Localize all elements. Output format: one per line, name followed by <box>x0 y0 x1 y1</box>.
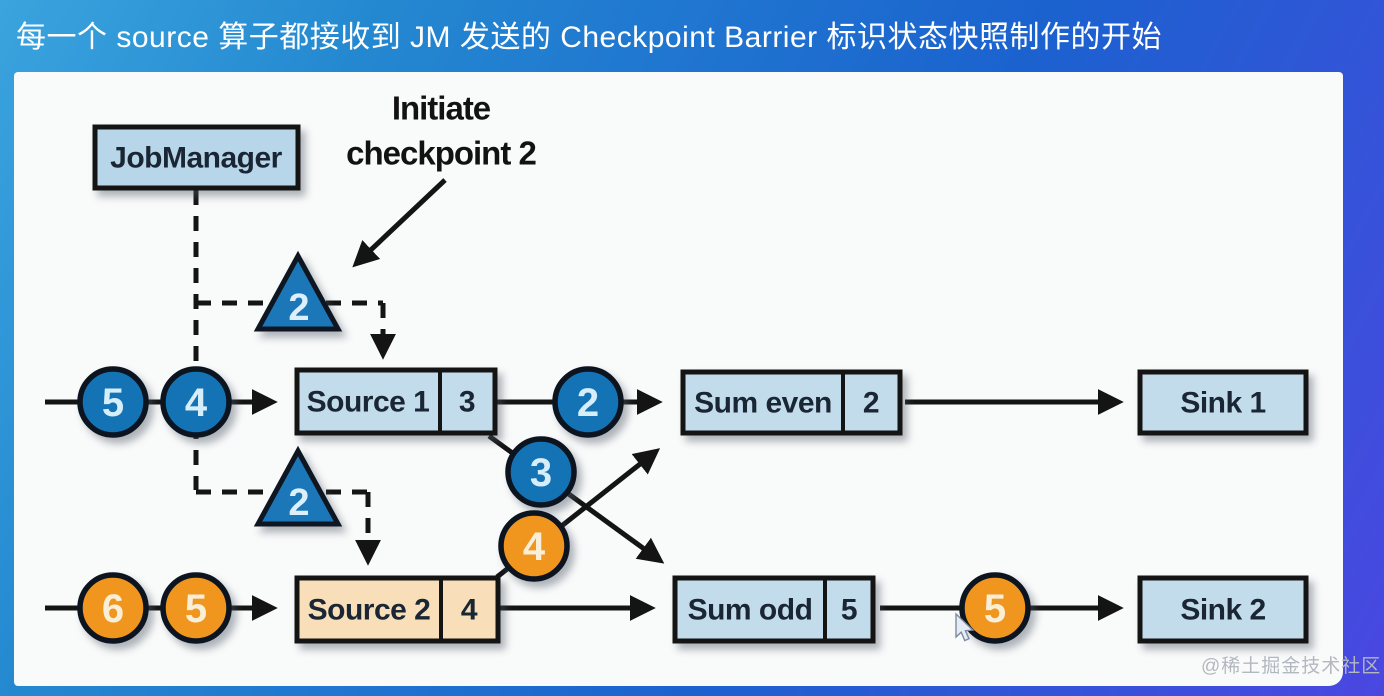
record-to-sum-even <box>505 436 577 508</box>
record-top-5 <box>77 366 149 438</box>
sink1-box: Sink 1 <box>1137 369 1309 436</box>
record-to-sum-odd <box>498 510 570 582</box>
jobmanager-box: JobManager <box>92 124 301 191</box>
sink1-label: Sink 1 <box>1180 387 1265 420</box>
record-top-4 <box>160 366 232 438</box>
sink2-label: Sink 2 <box>1180 594 1265 627</box>
stream-lines <box>45 178 1124 621</box>
slide-title: 每一个 source 算子都接收到 JM 发送的 Checkpoint Barr… <box>16 21 1162 54</box>
record-bottom-5-number: 5 <box>185 587 207 631</box>
record-sum-odd-out-number: 5 <box>984 587 1006 631</box>
jobmanager-label: JobManager <box>110 142 283 175</box>
sum-even-state: 2 <box>863 387 879 420</box>
initiate-label-line1: Initiate <box>392 90 491 127</box>
barrier-top-number: 2 <box>288 287 309 329</box>
source2-label: Source 2 <box>308 594 431 627</box>
record-bottom-5 <box>160 572 232 644</box>
sum-even-label: Sum even <box>694 387 832 420</box>
sum-even-box: Sum even 2 <box>680 369 903 436</box>
source1-label: Source 1 <box>307 386 430 419</box>
source1-state: 3 <box>459 386 475 419</box>
barrier-triangle-top: 2 <box>253 250 343 332</box>
record-circles: 5 4 2 3 4 6 5 5 <box>77 366 1031 644</box>
jobmanager-rect <box>92 124 301 191</box>
sum-odd-state: 5 <box>841 594 857 627</box>
sum-odd-box: Sum odd 5 <box>672 575 876 644</box>
source1-rect <box>294 367 498 436</box>
sum-even-rect <box>680 369 903 436</box>
record-bottom-6 <box>77 572 149 644</box>
record-top-4-number: 4 <box>185 381 208 425</box>
sink2-box: Sink 2 <box>1137 575 1309 644</box>
source2-state: 4 <box>461 594 478 627</box>
source2-rect <box>294 575 501 644</box>
mouse-cursor-icon <box>955 612 975 642</box>
sink2-rect <box>1137 575 1309 644</box>
barrier-triangle-bottom-shape <box>253 445 343 527</box>
source2-box: Source 2 4 <box>294 575 501 644</box>
record-source1-out-number: 2 <box>577 381 599 425</box>
sum-odd-label: Sum odd <box>688 594 813 627</box>
barrier-bottom-number: 2 <box>288 482 309 524</box>
record-source1-out <box>552 366 624 438</box>
source1-box: Source 1 3 <box>294 367 498 436</box>
record-top-5-number: 5 <box>102 381 124 425</box>
barrier-triangle-top-shape <box>253 250 343 332</box>
sink1-rect <box>1137 369 1309 436</box>
record-bottom-6-number: 6 <box>102 587 124 631</box>
record-sum-odd-out <box>959 572 1031 644</box>
sum-odd-rect <box>672 575 876 644</box>
record-to-sum-even-number: 3 <box>530 451 552 495</box>
record-to-sum-odd-number: 4 <box>523 525 546 569</box>
watermark: @稀土掘金技术社区 <box>1201 656 1382 677</box>
initiate-label-line2: checkpoint 2 <box>346 135 536 172</box>
initiate-annotation-arrow <box>352 178 447 268</box>
barrier-triangle-bottom: 2 <box>253 445 343 527</box>
